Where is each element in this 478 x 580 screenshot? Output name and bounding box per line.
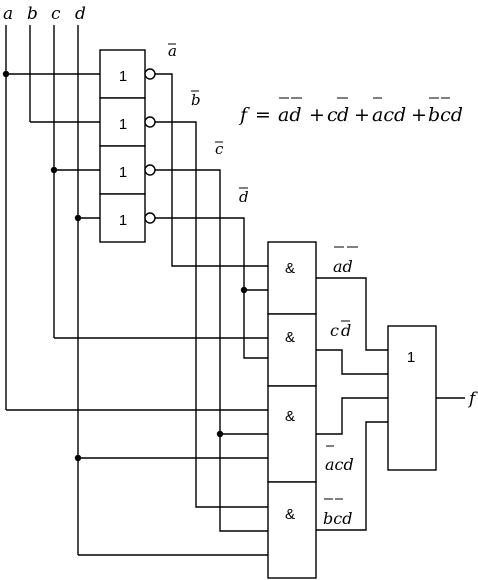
junction-d-and3 bbox=[74, 454, 82, 462]
and-gate-4-label: & bbox=[285, 506, 295, 523]
junction-dbar-and1 bbox=[240, 286, 248, 294]
eq-term2-c: c bbox=[327, 104, 338, 126]
label-a-bar: a bbox=[168, 42, 177, 60]
junction-d-not bbox=[74, 214, 82, 222]
and-gate-3-label: & bbox=[285, 408, 295, 425]
or-gate bbox=[387, 325, 437, 471]
bubble-d bbox=[144, 212, 156, 224]
input-label-c: c bbox=[51, 4, 61, 24]
input-label-b: b bbox=[27, 4, 38, 24]
junction-a-not bbox=[2, 70, 10, 78]
term1-label: ad bbox=[333, 257, 353, 276]
eq-equals: = bbox=[255, 104, 271, 126]
or-gate-label: 1 bbox=[407, 349, 415, 366]
bubble-b bbox=[144, 116, 156, 128]
wire-and2-or bbox=[316, 349, 388, 375]
not-gate-a bbox=[99, 49, 146, 99]
wire-and1-or bbox=[316, 277, 388, 351]
eq-plus1: + bbox=[309, 104, 325, 126]
not-gate-c bbox=[99, 145, 146, 195]
term3-label: acd bbox=[325, 455, 354, 474]
bubble-a bbox=[144, 68, 156, 80]
wire-bbar bbox=[155, 121, 268, 508]
term2-d-label: d bbox=[341, 321, 351, 340]
input-label-a: a bbox=[3, 4, 13, 24]
eq-term3: acd bbox=[372, 104, 406, 126]
label-d-bar: d bbox=[239, 188, 249, 206]
term4-label: bcd bbox=[323, 509, 352, 528]
and-gate-4 bbox=[267, 481, 317, 579]
output-label-f: f bbox=[467, 389, 478, 409]
eq-term1: ad bbox=[278, 104, 302, 126]
input-label-d: d bbox=[75, 4, 86, 24]
and-gate-1 bbox=[267, 241, 317, 315]
and-gate-2-label: & bbox=[285, 329, 295, 346]
term2-c-label: c bbox=[330, 321, 339, 340]
boolean-equation: f = ad + c d + acd + bcd bbox=[238, 97, 463, 126]
not-gate-b-label: 1 bbox=[119, 116, 127, 133]
bubble-c bbox=[144, 164, 156, 176]
eq-plus2: + bbox=[354, 104, 370, 126]
not-gate-d-label: 1 bbox=[119, 212, 127, 229]
junction-cbar-and3 bbox=[216, 430, 224, 438]
wire-cbar bbox=[155, 169, 268, 532]
not-gate-c-label: 1 bbox=[119, 164, 127, 181]
and-gate-2 bbox=[267, 313, 317, 387]
junction-c-not bbox=[50, 166, 58, 174]
not-gate-a-label: 1 bbox=[119, 68, 127, 85]
and-gate-1-label: & bbox=[285, 260, 295, 277]
label-b-bar: b bbox=[191, 91, 201, 109]
wire-and3-or bbox=[316, 397, 388, 435]
eq-term2-d: d bbox=[337, 104, 349, 126]
eq-lhs: f bbox=[238, 104, 250, 126]
wire-and4-or bbox=[316, 421, 388, 531]
eq-plus3: + bbox=[411, 104, 427, 126]
label-c-bar: c bbox=[215, 140, 224, 158]
and-gate-3 bbox=[267, 385, 317, 483]
eq-term4: bcd bbox=[428, 104, 463, 126]
